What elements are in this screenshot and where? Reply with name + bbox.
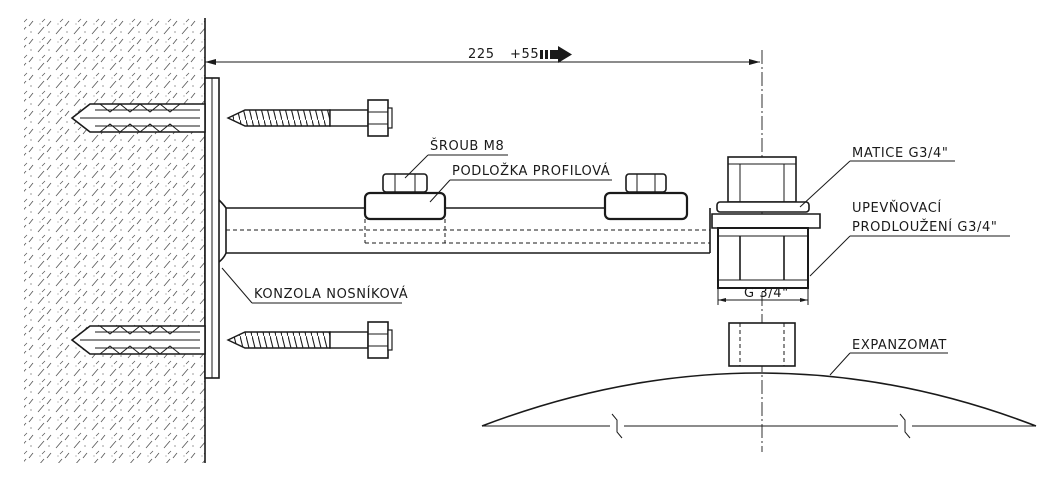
label-profile-washer: PODLOŽKA PROFILOVÁ [429, 163, 612, 203]
vessel-connector [728, 322, 796, 367]
dimension-line: 225 +55 [205, 46, 760, 65]
adjust-arrow-icon [540, 46, 572, 63]
label-extension: UPEVŇOVACÍ PRODLOUŽENÍ G3/4" [809, 200, 1010, 277]
wall [24, 18, 206, 463]
wall-dowel-top [70, 103, 206, 133]
label-nut: MATICE G3/4" [799, 146, 955, 208]
dimension-tolerance: +55 [510, 47, 539, 62]
profile-washer-text: PODLOŽKA PROFILOVÁ [452, 163, 610, 179]
label-screw-m8: ŠROUB M8 [404, 138, 508, 179]
wall-dowel-bottom [70, 325, 206, 355]
nut-text: MATICE G3/4" [852, 146, 948, 161]
anchor-screw-top [226, 99, 393, 137]
extension-text-1: UPEVŇOVACÍ [852, 200, 942, 216]
expansion-vessel [481, 372, 1037, 439]
screw-m8-text: ŠROUB M8 [430, 138, 504, 154]
bracket-text: KONZOLA NOSNÍKOVÁ [254, 286, 408, 302]
anchor-screw-bottom [226, 321, 393, 359]
bracket-arm [218, 199, 711, 263]
thread-size-label: G 3/4" [744, 286, 789, 301]
dimension-value: 225 [468, 47, 495, 62]
extension-g34: G 3/4" [717, 227, 809, 305]
bracket-wall-plate [204, 77, 220, 379]
label-vessel: EXPANZOMAT [829, 338, 948, 376]
vessel-text: EXPANZOMAT [852, 338, 947, 353]
profile-washer-right [603, 173, 689, 221]
profile-washer-left [363, 173, 447, 221]
extension-text-2: PRODLOUŽENÍ G3/4" [852, 219, 997, 235]
label-bracket: KONZOLA NOSNÍKOVÁ [221, 267, 408, 304]
nut-g34 [711, 156, 821, 229]
